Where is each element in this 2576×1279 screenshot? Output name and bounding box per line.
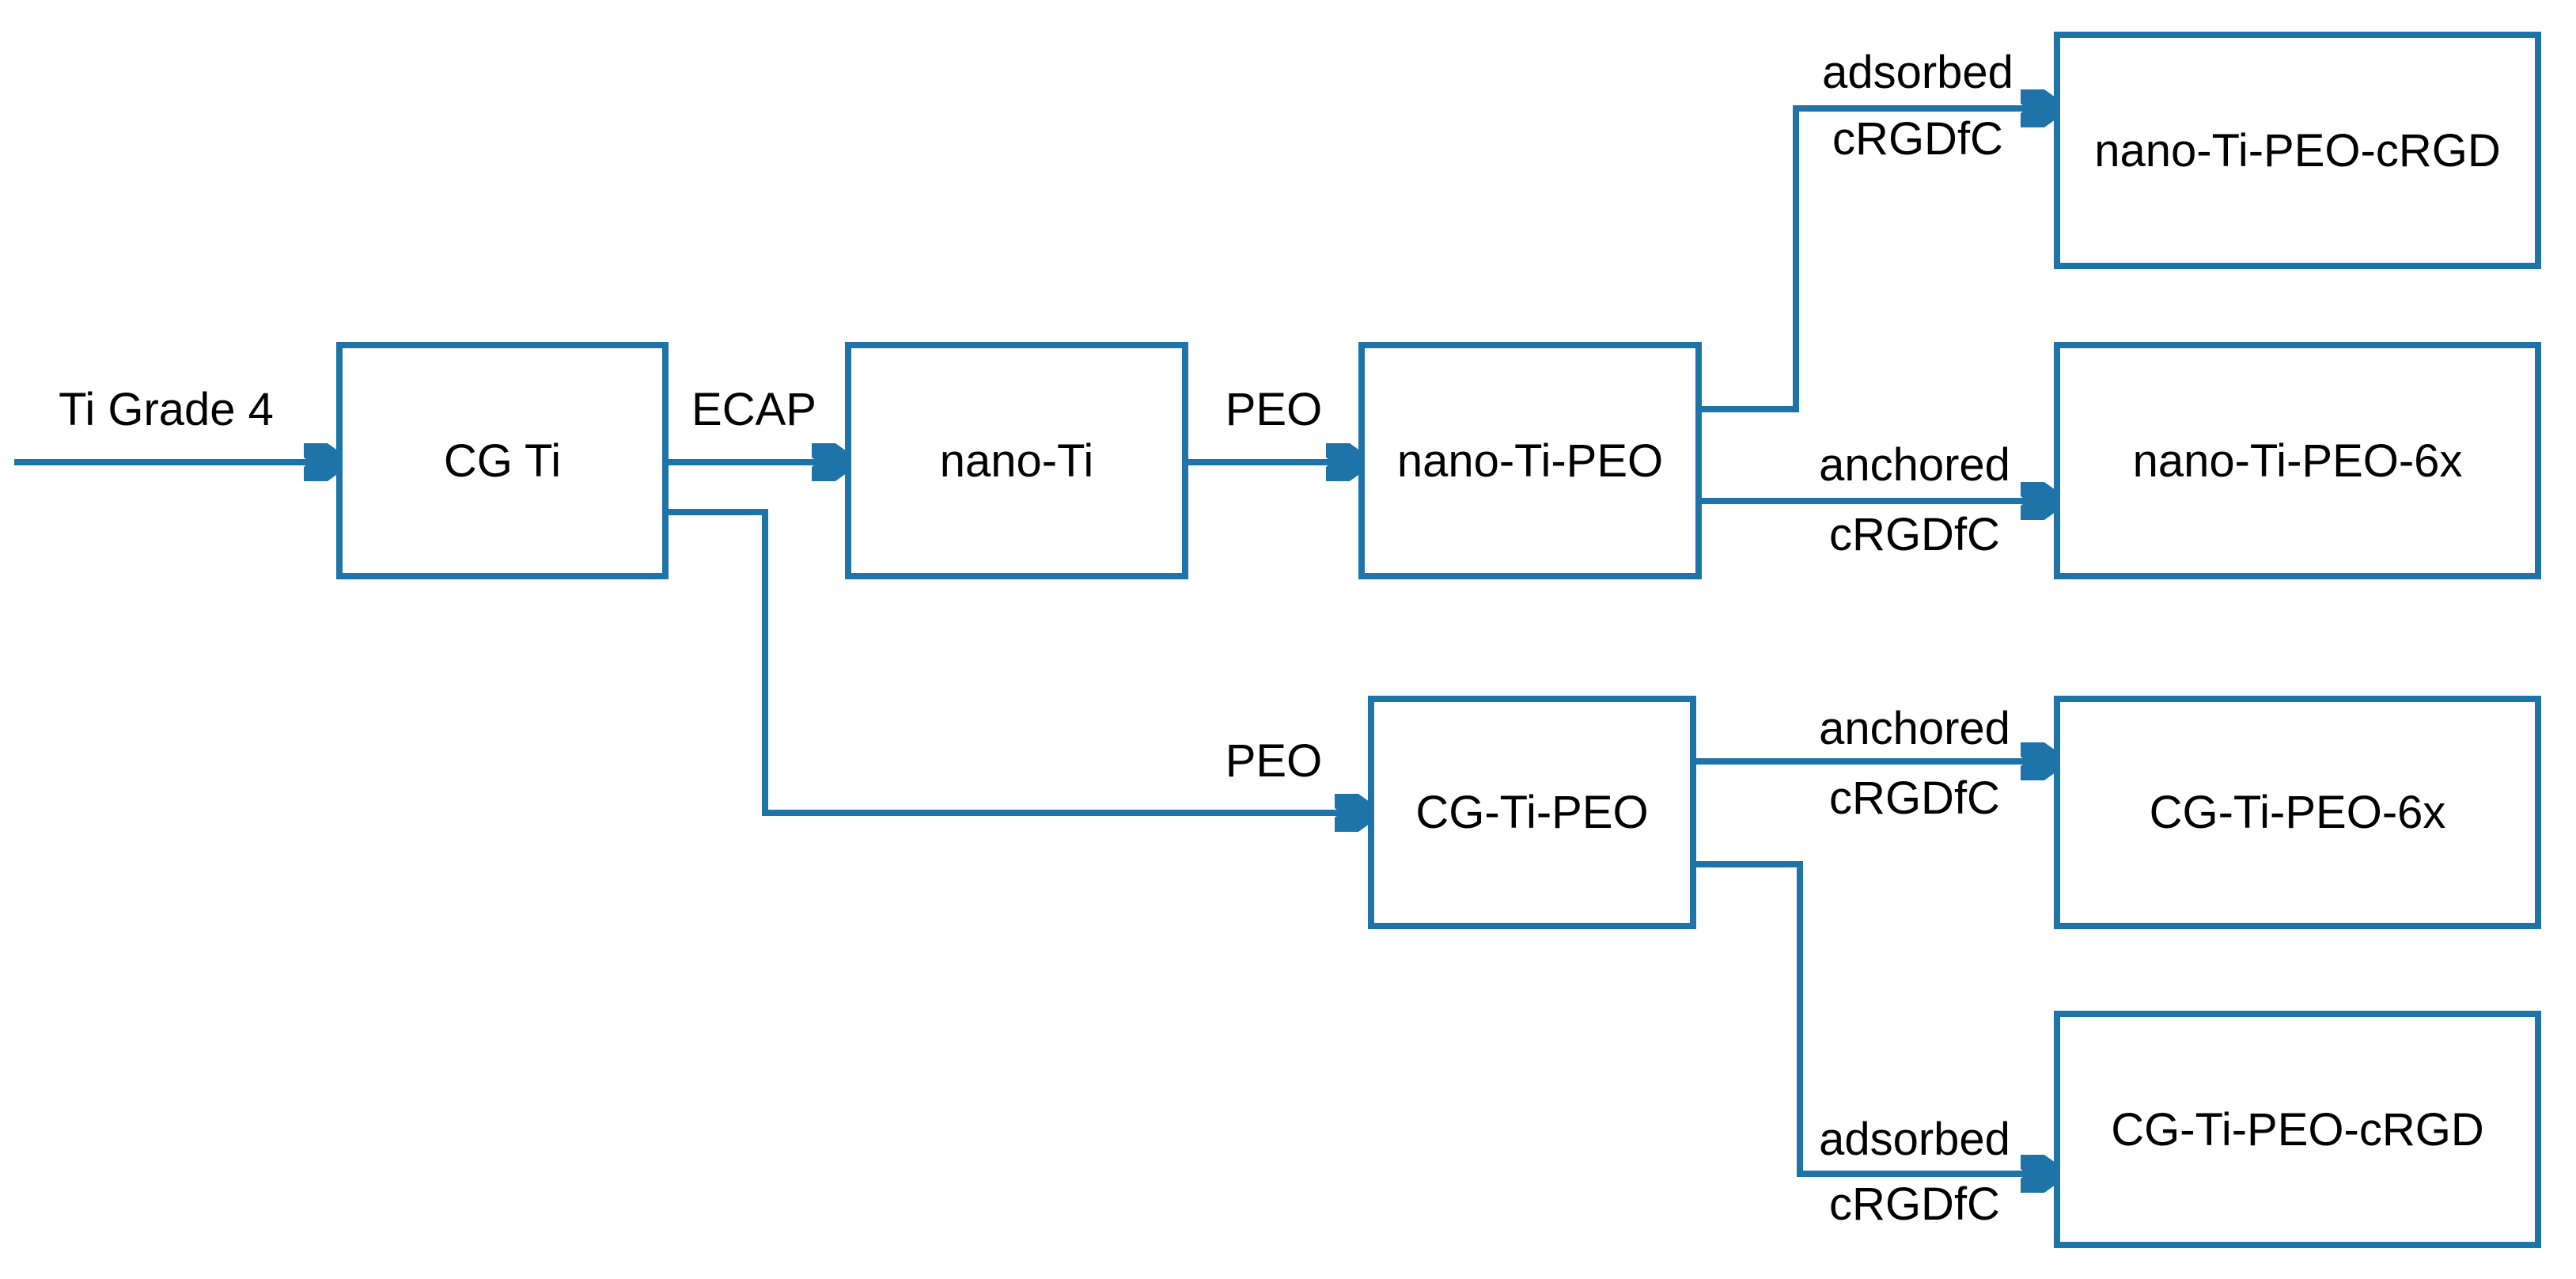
edge-label-anchored-bottom-line1: anchored	[1819, 703, 2010, 755]
node-cg-ti-peo-6x: CG-Ti-PEO-6x	[2054, 696, 2541, 929]
edge-label-anchored-top-line2: cRGDfC	[1829, 509, 2000, 561]
arrow-peo-cgti-to-cgtipeo	[669, 509, 1363, 813]
edge-label-adsorbed-top-line2: cRGDfC	[1832, 113, 2003, 165]
node-cg-ti-peo-crgd-label: CG-Ti-PEO-cRGD	[2111, 1103, 2484, 1156]
edge-label-ecap: ECAP	[691, 384, 816, 436]
edge-label-adsorbed-bottom-line2: cRGDfC	[1829, 1178, 2000, 1231]
node-nano-ti-peo: nano-Ti-PEO	[1358, 342, 1702, 579]
edge-label-adsorbed-top-line1: adsorbed	[1822, 47, 2013, 99]
arrow-adsorbed-nanotipeo-to-crgd	[1702, 108, 2049, 412]
node-cg-ti-label: CG Ti	[443, 435, 562, 487]
edge-label-input: Ti Grade 4	[59, 384, 274, 436]
node-nano-ti: nano-Ti	[845, 342, 1188, 579]
node-nano-ti-peo-crgd-label: nano-Ti-PEO-cRGD	[2094, 124, 2501, 176]
node-nano-ti-label: nano-Ti	[939, 435, 1094, 487]
edge-label-peo-top: PEO	[1225, 384, 1323, 436]
node-cg-ti-peo: CG-Ti-PEO	[1368, 696, 1696, 929]
edge-label-anchored-top-line1: anchored	[1819, 439, 2010, 491]
node-cg-ti-peo-label: CG-Ti-PEO	[1415, 787, 1649, 838]
node-nano-ti-peo-label: nano-Ti-PEO	[1396, 435, 1664, 487]
node-nano-ti-peo-crgd: nano-Ti-PEO-cRGD	[2054, 32, 2541, 269]
node-nano-ti-peo-6x: nano-Ti-PEO-6x	[2054, 342, 2541, 579]
edge-label-peo-bottom: PEO	[1225, 735, 1323, 788]
node-cg-ti-peo-6x-label: CG-Ti-PEO-6x	[2149, 787, 2446, 838]
node-cg-ti: CG Ti	[336, 342, 669, 579]
arrow-adsorbed-cgtipeo-to-crgd	[1696, 861, 2049, 1174]
edge-label-anchored-bottom-line2: cRGDfC	[1829, 772, 2000, 825]
node-nano-ti-peo-6x-label: nano-Ti-PEO-6x	[2132, 435, 2463, 487]
node-cg-ti-peo-crgd: CG-Ti-PEO-cRGD	[2054, 1011, 2541, 1248]
edge-label-adsorbed-bottom-line1: adsorbed	[1819, 1114, 2010, 1166]
